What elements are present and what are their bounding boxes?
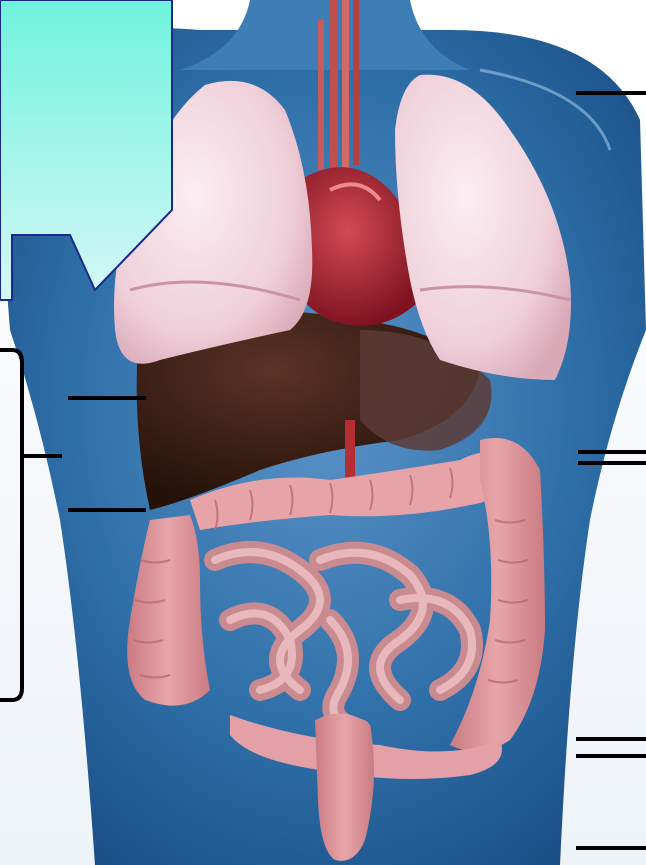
rectum bbox=[315, 714, 374, 861]
